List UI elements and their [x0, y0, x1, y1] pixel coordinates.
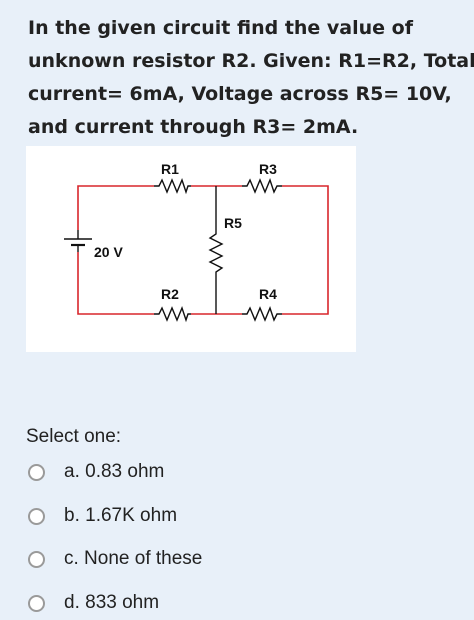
question-text: In the given circuit find the value of u… — [28, 12, 474, 144]
resistor-r5 — [208, 186, 224, 314]
label-source-voltage: 20 V — [94, 244, 123, 260]
radio-button-icon[interactable] — [28, 594, 45, 612]
label-r1: R1 — [161, 161, 179, 177]
circuit-svg: R1 R3 R5 R2 R4 20 V — [64, 161, 329, 323]
resistor-r2 — [154, 306, 191, 323]
label-r4: R4 — [259, 286, 277, 302]
question-line: In the given circuit find the value of — [28, 17, 413, 39]
radio-button-icon[interactable] — [28, 550, 45, 568]
circuit-diagram: R1 R3 R5 R2 R4 20 V — [26, 146, 356, 352]
radio-button-icon[interactable] — [28, 507, 45, 525]
circuit-wires — [77, 185, 329, 315]
question-line: current= 6mA, Voltage across R5= 10V, — [28, 83, 452, 105]
option-c[interactable]: c. None of these — [28, 539, 202, 579]
wire-right-loop — [282, 185, 329, 315]
resistor-r1 — [154, 178, 191, 195]
question-line: unknown resistor R2. Given: R1=R2, Total — [28, 50, 474, 72]
label-r2: R2 — [161, 286, 179, 302]
question-line: and current through R3= 2mA. — [28, 116, 359, 138]
circuit-components — [64, 178, 282, 323]
label-r5: R5 — [224, 215, 242, 231]
wire-left-bottom — [77, 252, 154, 315]
resistor-r4 — [242, 306, 282, 322]
resistor-r3 — [242, 178, 282, 194]
option-c-label: c. None of these — [64, 548, 203, 569]
option-d[interactable]: d. 833 ohm — [28, 583, 159, 620]
select-one-label: Select one: — [26, 426, 122, 447]
option-a-label: a. 0.83 ohm — [64, 461, 165, 482]
label-r3: R3 — [259, 161, 277, 177]
option-d-label: d. 833 ohm — [64, 592, 160, 613]
option-b[interactable]: b. 1.67K ohm — [28, 496, 177, 536]
wire-left-top — [77, 185, 154, 230]
option-a[interactable]: a. 0.83 ohm — [28, 452, 164, 492]
radio-button-icon[interactable] — [28, 463, 45, 481]
option-b-label: b. 1.67K ohm — [64, 505, 178, 526]
